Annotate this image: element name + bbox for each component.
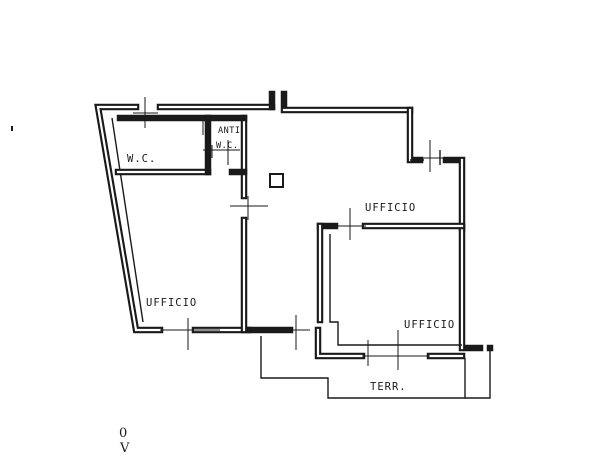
room-label-anti-wc-line1: ANTI — [218, 126, 240, 136]
door-openings — [133, 97, 446, 370]
room-label-wc: W.C. — [127, 153, 156, 165]
interior-walls — [114, 114, 466, 346]
north-arrow-icon: 0 V — [119, 426, 130, 456]
north-marker-bottom: V — [119, 441, 130, 456]
room-label-office-right-lower: UFFICIO — [404, 319, 455, 331]
room-label-anti-wc-line2: W.C. — [216, 141, 238, 151]
scan-speck — [11, 126, 13, 131]
room-label-office-left: UFFICIO — [146, 297, 197, 309]
room-label-office-right-upper: UFFICIO — [365, 202, 416, 214]
room-label-terrace: TERR. — [370, 381, 407, 393]
shaft-square — [269, 173, 284, 188]
north-marker-top: 0 — [119, 426, 127, 441]
terrace-outline — [260, 336, 491, 399]
